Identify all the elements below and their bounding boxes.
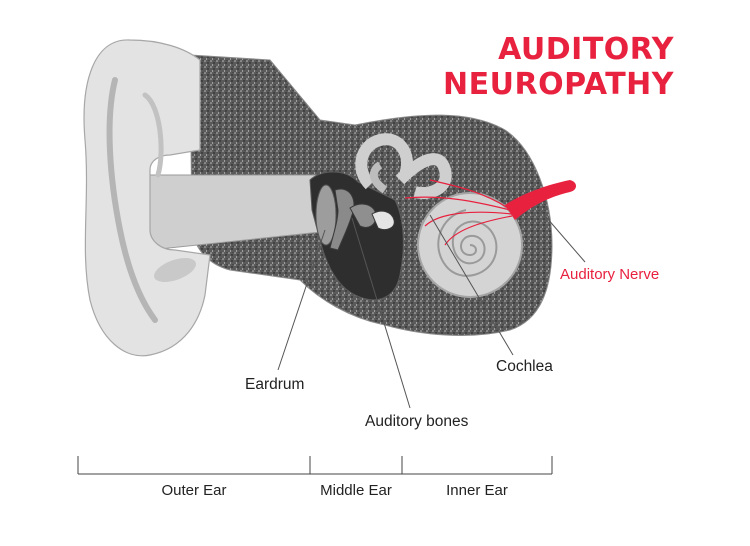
section-middle-ear: Middle Ear <box>320 482 392 499</box>
label-cochlea: Cochlea <box>496 358 553 375</box>
section-outer-ear: Outer Ear <box>161 482 227 499</box>
auditory-nerve-shape <box>505 180 576 220</box>
auditory-bones-leader <box>351 217 411 409</box>
section-inner-ear: Inner Ear <box>446 482 508 499</box>
nerve-fiber-3 <box>429 179 509 209</box>
pinna-fold <box>106 77 158 323</box>
title-line-1: AUDITORY <box>498 32 674 67</box>
semicircular-canal-1 <box>355 133 413 190</box>
cochlea-leader <box>429 214 514 356</box>
semicircular-canal-3 <box>369 161 388 194</box>
nerve-fiber-4 <box>444 215 513 246</box>
eardrum-shape <box>315 184 337 246</box>
semicircular-canal-2 <box>395 153 452 199</box>
auditory-nerve-leader <box>539 209 586 263</box>
stapes <box>371 210 395 231</box>
nerve-fiber-2 <box>424 211 513 227</box>
pinna-lobe-highlight <box>154 257 196 283</box>
nerve-fiber-1 <box>404 196 511 211</box>
cochlea-spiral <box>437 209 498 277</box>
label-eardrum: Eardrum <box>245 376 305 393</box>
malleus <box>329 188 355 251</box>
title-line-2: NEUROPATHY <box>443 67 674 102</box>
pinna-inner-fold <box>142 92 164 178</box>
label-auditory-nerve: Auditory Nerve <box>560 266 660 283</box>
eardrum-leader <box>277 229 326 371</box>
label-auditory-bones: Auditory bones <box>365 413 469 430</box>
